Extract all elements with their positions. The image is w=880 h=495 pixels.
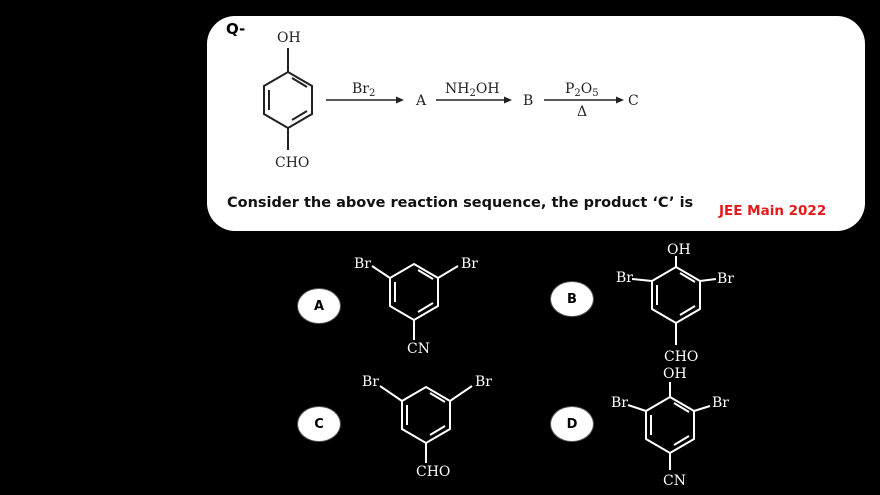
option-b-button[interactable]: B xyxy=(550,281,594,317)
question-label: Q- xyxy=(226,20,246,38)
question-card xyxy=(207,16,865,231)
option-b-top: OH xyxy=(667,242,691,258)
reaction-condition-heat: Δ xyxy=(577,104,587,120)
question-text: Consider the above reaction sequence, th… xyxy=(227,195,694,211)
option-d-left: Br xyxy=(611,395,628,411)
option-a-left: Br xyxy=(354,256,371,272)
option-d-bottom: CN xyxy=(663,473,686,489)
option-d-top: OH xyxy=(663,366,687,382)
reaction-arrow-3 xyxy=(544,96,624,104)
option-c-right: Br xyxy=(475,374,492,390)
option-c-structure xyxy=(379,385,473,463)
option-a-structure xyxy=(371,262,459,340)
option-d-right: Br xyxy=(712,395,729,411)
exam-tag: JEE Main 2022 xyxy=(719,203,827,219)
option-c-left: Br xyxy=(362,374,379,390)
option-a-button[interactable]: A xyxy=(297,288,341,324)
reactant-cho: CHO xyxy=(275,155,309,171)
reagent-p2o5: P2O5 xyxy=(565,81,599,99)
option-c-bottom: CHO xyxy=(416,464,450,480)
product-c: C xyxy=(628,93,639,109)
reagent-nh2oh: NH2OH xyxy=(445,81,500,99)
option-d-button[interactable]: D xyxy=(550,406,594,442)
option-a-bottom: CN xyxy=(407,341,430,357)
product-a: A xyxy=(415,93,427,109)
product-b: B xyxy=(523,93,533,109)
reaction-arrow-1 xyxy=(326,96,404,104)
reactant-oh: OH xyxy=(277,30,301,46)
option-d-structure xyxy=(627,382,711,470)
reactant-structure xyxy=(263,48,313,150)
option-b-bottom: CHO xyxy=(664,349,698,365)
option-b-left: Br xyxy=(616,270,633,286)
option-a-right: Br xyxy=(461,256,478,272)
option-b-right: Br xyxy=(717,271,734,287)
option-b-structure xyxy=(631,256,717,345)
option-c-button[interactable]: C xyxy=(297,406,341,442)
reagent-br2: Br2 xyxy=(352,81,375,99)
reaction-arrow-2 xyxy=(436,96,512,104)
